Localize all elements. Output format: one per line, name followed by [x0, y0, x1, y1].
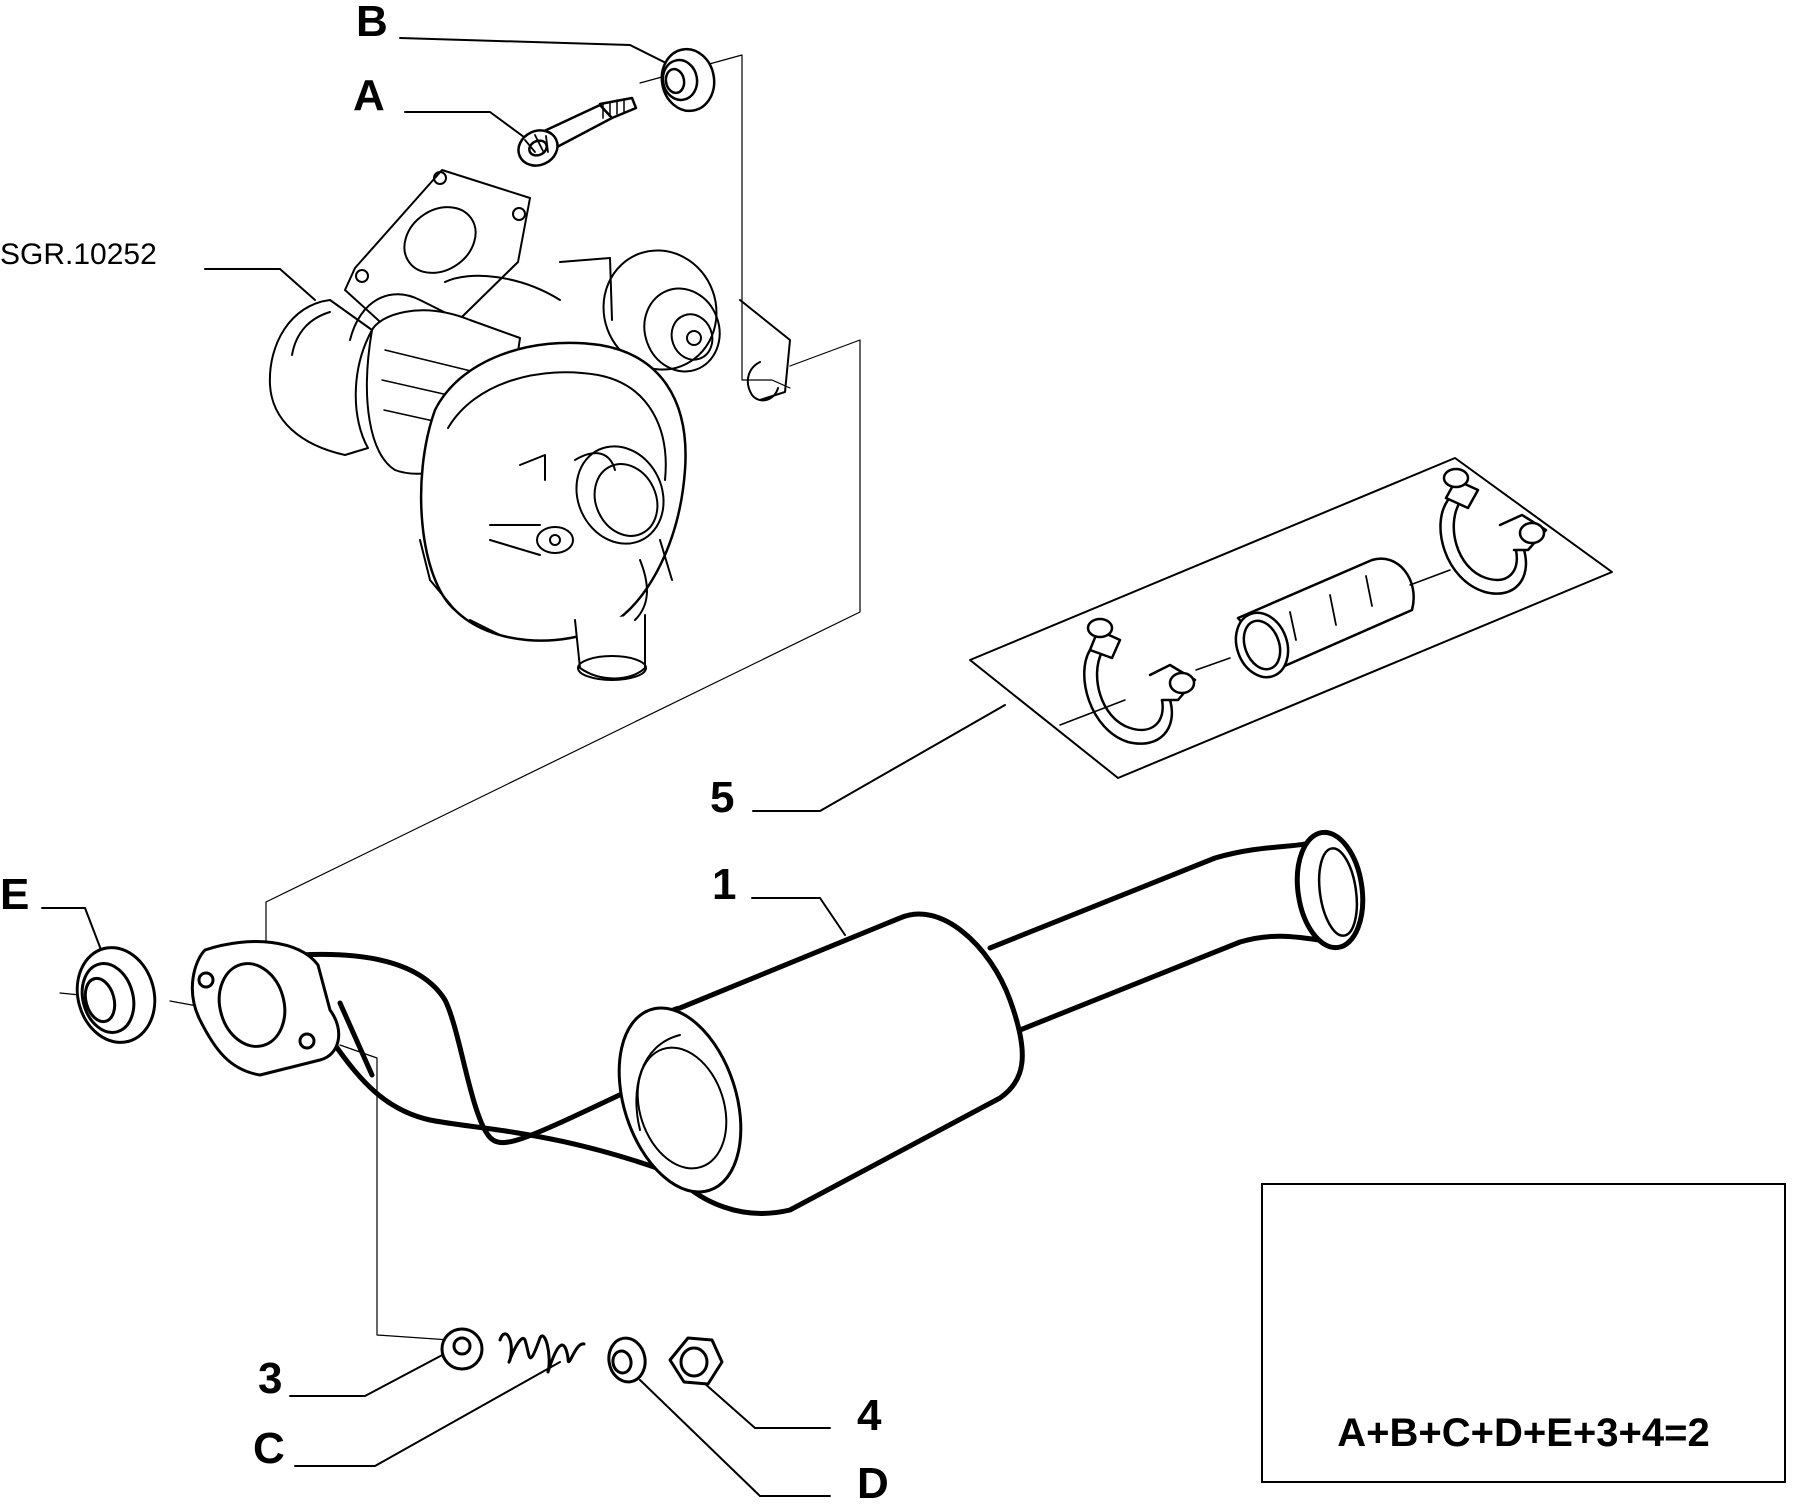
label-B: B [356, 0, 388, 46]
label-4: 4 [857, 1391, 882, 1440]
front-flange [190, 940, 341, 1077]
assembly-guide-lines [59, 54, 1081, 1341]
label-E: E [0, 870, 30, 919]
gasket-E [75, 946, 157, 1044]
kit-formula-text: A+B+C+D+E+3+4=2 [1337, 1411, 1710, 1455]
stud-bolt-A [517, 96, 638, 167]
label-1: 1 [712, 860, 737, 909]
label-A: A [353, 71, 385, 120]
label-3: 3 [258, 1354, 283, 1403]
nut-4 [668, 1336, 724, 1386]
reference-code-label: SGR.10252 [0, 238, 157, 271]
clamp-kit-panel [969, 457, 1613, 779]
turbocharger [268, 169, 791, 681]
washer-3 [440, 1327, 484, 1371]
label-C: C [253, 1424, 285, 1473]
washer-D [607, 1336, 647, 1384]
kit-formula-box: A+B+C+D+E+3+4=2 [1261, 1183, 1786, 1483]
spring-C [498, 1332, 586, 1374]
exhaust-pipe-assembly [297, 829, 1366, 1216]
label-D: D [857, 1459, 889, 1507]
leader-lines [41, 37, 1006, 1497]
label-5: 5 [710, 773, 735, 822]
washer-B [660, 47, 716, 113]
